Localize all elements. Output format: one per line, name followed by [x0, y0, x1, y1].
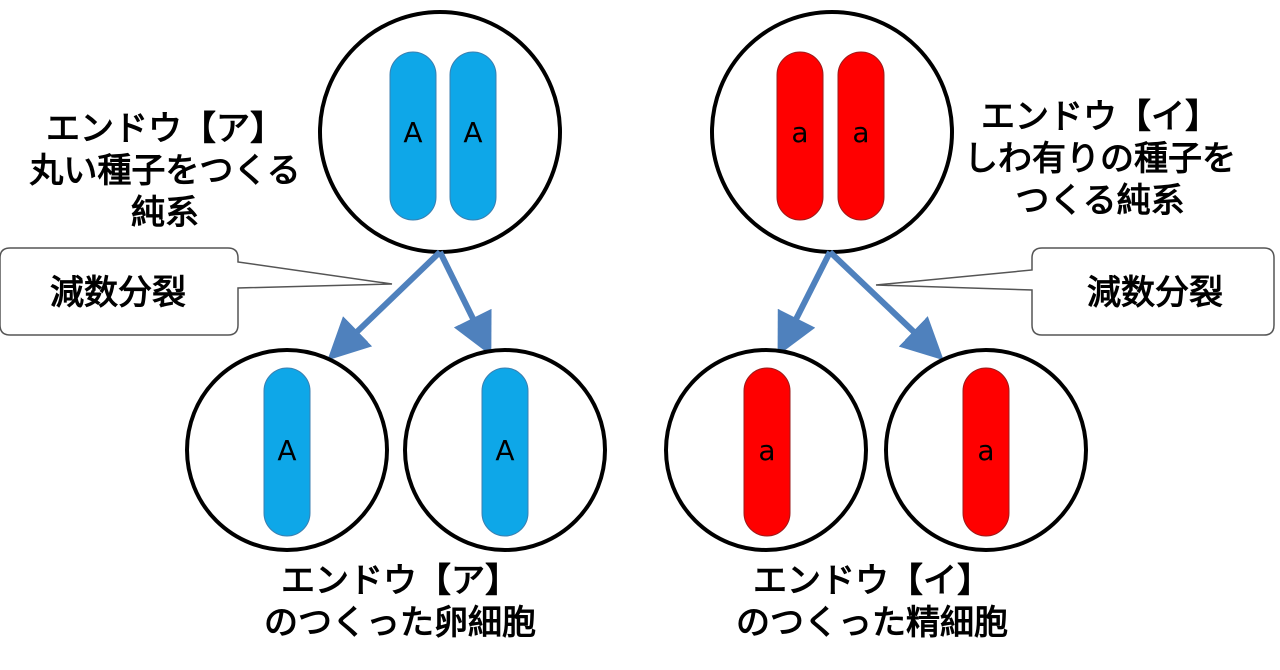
right-parent-label-line-3: つくる純系	[1015, 181, 1184, 221]
right-gamete-allele-2: a	[977, 434, 994, 467]
right-parent-allele-2: a	[852, 116, 869, 149]
right-gamete-chromosome-2	[962, 367, 1010, 537]
left-gamete-chromosome-2	[481, 367, 529, 537]
left-parent-cell	[318, 10, 562, 254]
left-parent-label-line-3: 純系	[131, 193, 199, 233]
right-parent-chromosome-1	[776, 51, 824, 221]
left-arrow-to-gamete-2	[437, 250, 492, 356]
left-meiosis-callout	[0, 247, 393, 336]
left-gamete-chromosome-1	[263, 367, 311, 537]
right-parent-label-line-2: しわ有りの種子を	[964, 139, 1236, 179]
left-parent-label-line-1: エンドウ【ア】	[46, 109, 284, 149]
left-arrow-to-gamete-1	[327, 249, 443, 361]
right-gamete-chromosome-1	[743, 367, 791, 537]
left-parent-chromosome-2	[449, 51, 497, 221]
right-meiosis-callout-text: 減数分裂	[1087, 273, 1223, 313]
left-meiosis-callout-text: 減数分裂	[50, 273, 186, 313]
right-gamete-caption-line-2: のつくった精細胞	[736, 603, 1008, 643]
left-parent-chromosome-1	[389, 51, 437, 221]
left-gamete-caption-line-1: エンドウ【ア】	[281, 561, 519, 601]
right-parent-chromosome-2	[837, 51, 885, 221]
right-parent-allele-1: a	[791, 116, 808, 149]
right-gamete-caption-line-1: エンドウ【イ】	[753, 561, 991, 601]
right-parent-cell	[710, 10, 954, 254]
left-gamete-allele-2: A	[495, 434, 514, 467]
left-gamete-allele-1: A	[277, 434, 296, 467]
left-parent-allele-1: A	[403, 116, 422, 149]
left-parent-allele-2: A	[463, 116, 482, 149]
left-gamete-caption-line-2: のつくった卵細胞	[264, 603, 536, 643]
right-arrow-to-gamete-1	[777, 250, 833, 356]
right-parent-label-line-1: エンドウ【イ】	[981, 97, 1219, 137]
left-parent-label-line-2: 丸い種子をつくる	[28, 151, 300, 191]
right-meiosis-callout	[875, 247, 1275, 336]
right-gamete-allele-1: a	[758, 434, 775, 467]
right-arrow-to-gamete-2	[827, 249, 944, 361]
